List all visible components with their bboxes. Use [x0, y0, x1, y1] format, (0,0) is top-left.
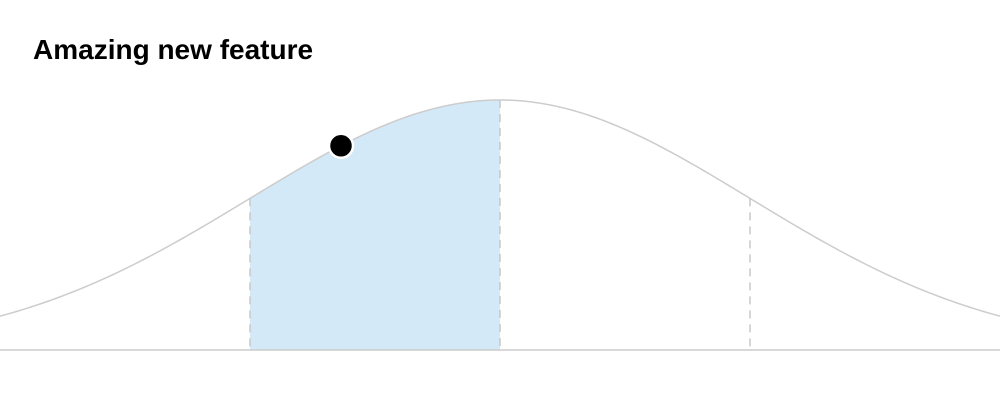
shaded-area: [250, 100, 500, 350]
curve-marker[interactable]: [327, 132, 355, 160]
page-title: Amazing new feature: [33, 34, 314, 65]
